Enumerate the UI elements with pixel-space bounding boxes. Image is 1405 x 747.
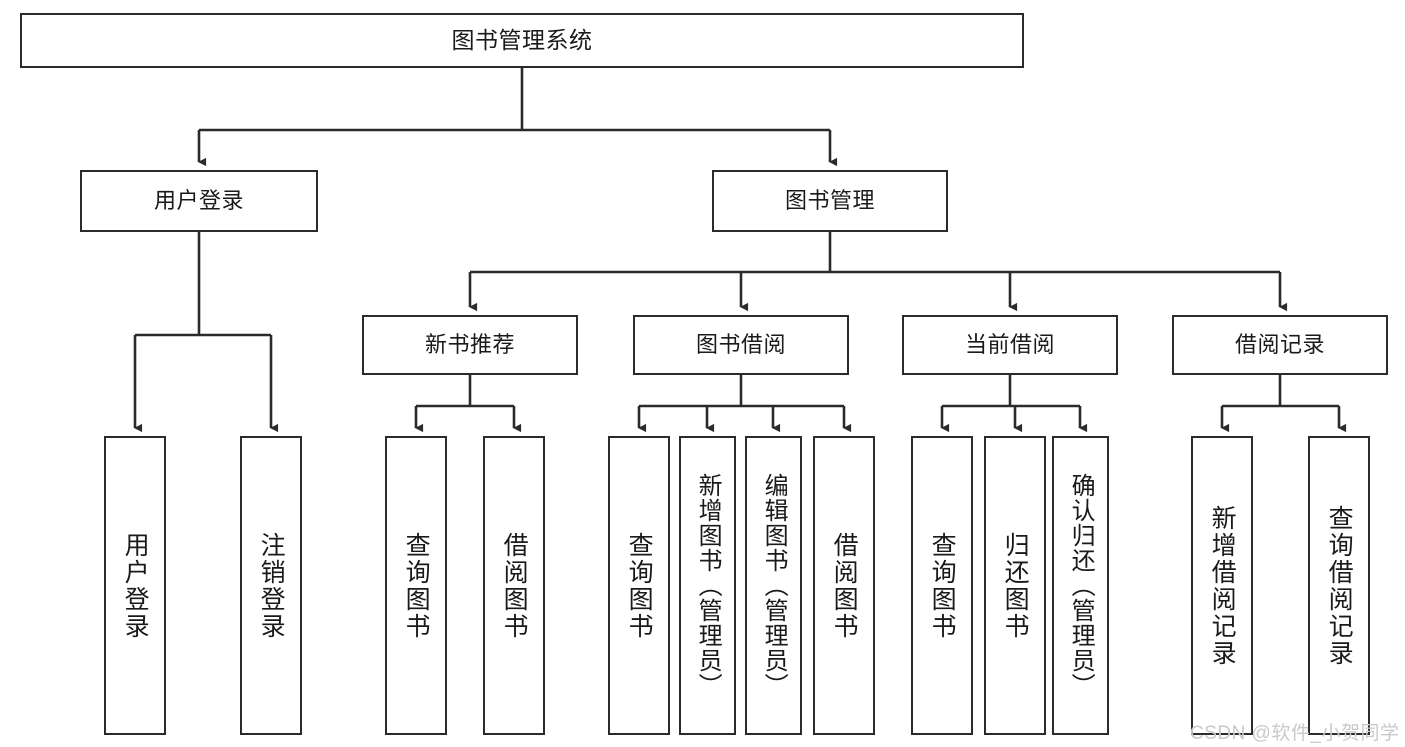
leaf-add-book-label: 新增图书（管理员）: [694, 473, 722, 698]
node-new-book-recommend[interactable]: 新书推荐: [362, 315, 578, 375]
leaf-query-book-borrow-label: 查询图书: [625, 531, 654, 640]
leaf-query-book-current-label: 查询图书: [928, 531, 957, 640]
csdn-watermark-text: CSDN @软件_小贺同学: [1190, 723, 1400, 744]
leaf-confirm-return-label: 确认归还（管理员）: [1067, 473, 1095, 698]
node-book-manage-label: 图书管理: [784, 188, 875, 214]
node-book-manage[interactable]: 图书管理: [712, 170, 948, 232]
node-book-borrow-label: 图书借阅: [695, 332, 786, 358]
leaf-user-logout-label: 注销登录: [257, 531, 286, 640]
node-root-system[interactable]: 图书管理系统: [20, 13, 1024, 68]
node-current-borrow[interactable]: 当前借阅: [902, 315, 1118, 375]
csdn-watermark: CSDN @软件_小贺同学: [1190, 718, 1399, 745]
node-root-label: 图书管理系统: [451, 26, 593, 53]
leaf-query-borrow-record-label: 查询借阅记录: [1325, 504, 1354, 667]
node-book-borrow[interactable]: 图书借阅: [633, 315, 849, 375]
leaf-edit-book[interactable]: 编辑图书（管理员）: [745, 436, 802, 735]
leaf-query-borrow-record[interactable]: 查询借阅记录: [1308, 436, 1370, 735]
leaf-query-book-recommend[interactable]: 查询图书: [385, 436, 447, 735]
leaf-query-book-current[interactable]: 查询图书: [911, 436, 973, 735]
leaf-user-login-label: 用户登录: [121, 531, 150, 640]
leaf-return-book[interactable]: 归还图书: [984, 436, 1046, 735]
leaf-borrow-book[interactable]: 借阅图书: [813, 436, 875, 735]
leaf-user-logout[interactable]: 注销登录: [240, 436, 302, 735]
leaf-borrow-book-label: 借阅图书: [830, 531, 859, 640]
leaf-query-book-borrow[interactable]: 查询图书: [608, 436, 670, 735]
leaf-add-borrow-record[interactable]: 新增借阅记录: [1191, 436, 1253, 735]
leaf-borrow-book-recommend[interactable]: 借阅图书: [483, 436, 545, 735]
leaf-borrow-book-recommend-label: 借阅图书: [500, 531, 529, 640]
node-borrow-record[interactable]: 借阅记录: [1172, 315, 1388, 375]
node-user-login[interactable]: 用户登录: [80, 170, 318, 232]
leaf-edit-book-label: 编辑图书（管理员）: [760, 473, 788, 698]
leaf-query-book-recommend-label: 查询图书: [402, 531, 431, 640]
node-current-borrow-label: 当前借阅: [964, 332, 1055, 358]
node-user-login-label: 用户登录: [153, 188, 244, 214]
leaf-user-login[interactable]: 用户登录: [104, 436, 166, 735]
leaf-return-book-label: 归还图书: [1001, 531, 1030, 640]
leaf-add-borrow-record-label: 新增借阅记录: [1208, 504, 1237, 667]
leaf-add-book[interactable]: 新增图书（管理员）: [679, 436, 736, 735]
node-new-book-recommend-label: 新书推荐: [424, 332, 515, 358]
leaf-confirm-return[interactable]: 确认归还（管理员）: [1052, 436, 1109, 735]
node-borrow-record-label: 借阅记录: [1234, 332, 1325, 358]
